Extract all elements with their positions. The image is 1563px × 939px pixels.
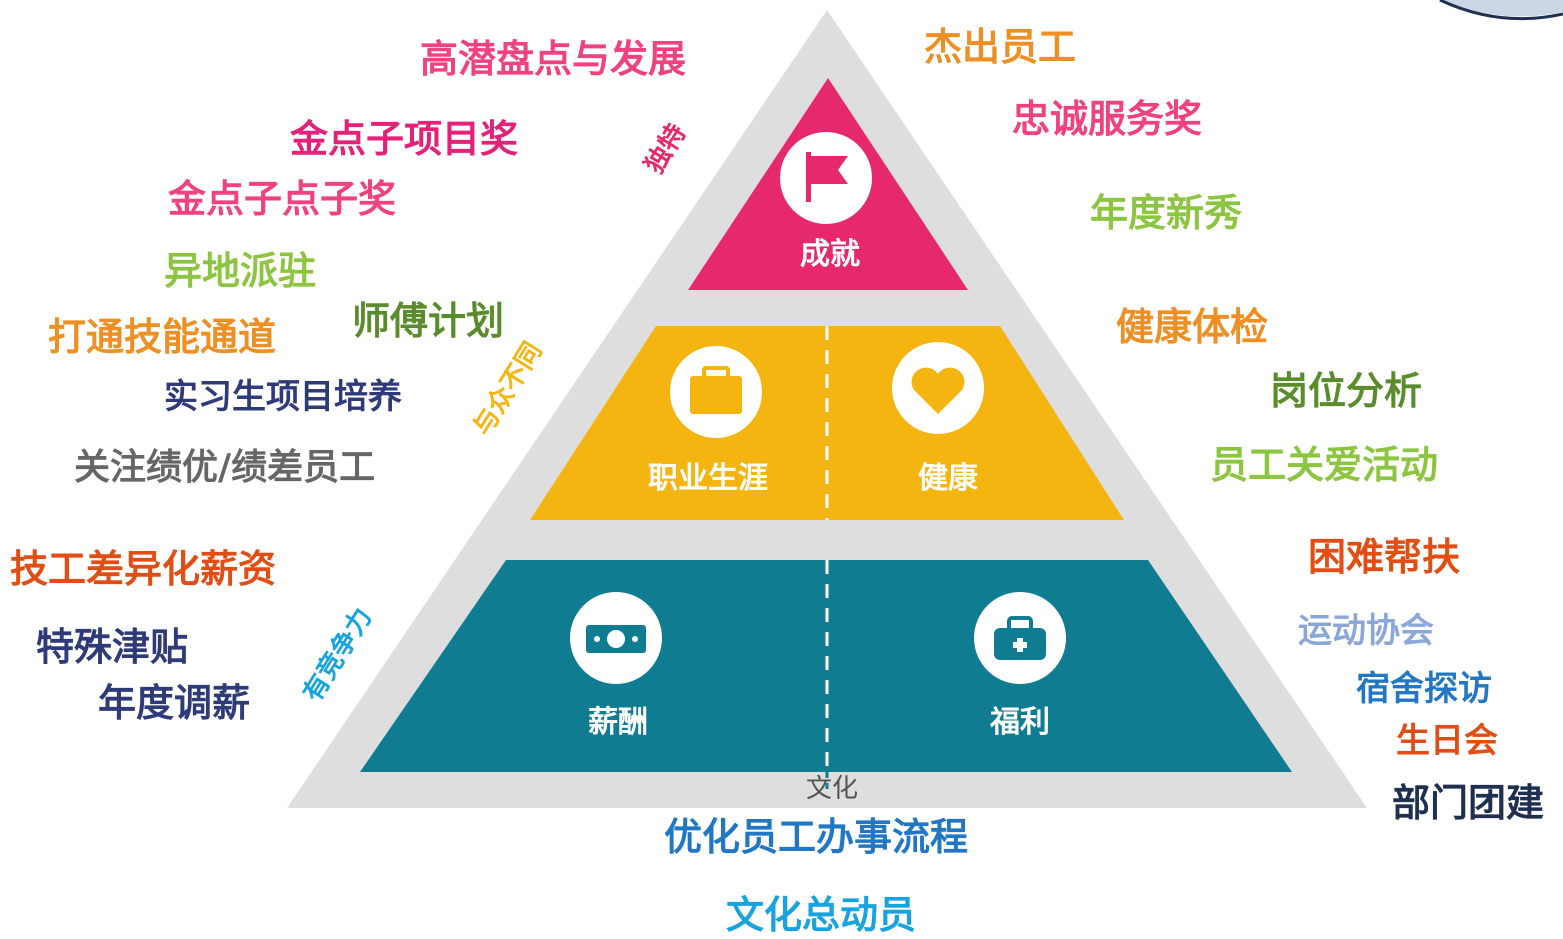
right-item-dorm-visit: 宿舍探访 — [1356, 669, 1492, 709]
tier-label-pay: 薪酬 — [588, 705, 648, 740]
money-icon — [570, 592, 662, 684]
tier-label-benefit: 福利 — [990, 705, 1050, 740]
left-item-special-allowance: 特殊津贴 — [36, 625, 189, 669]
right-item-health-check: 健康体检 — [1116, 305, 1269, 349]
left-item-differential-pay: 技工差异化薪资 — [10, 547, 277, 591]
tier-label-achievement: 成就 — [800, 237, 860, 272]
left-item-golden-idea-project: 金点子项目奖 — [290, 117, 519, 161]
left-item-mentor: 师傅计划 — [352, 299, 505, 343]
right-item-birthday: 生日会 — [1396, 721, 1498, 761]
bottom-item-process: 优化员工办事流程 — [664, 815, 969, 859]
briefcase-icon — [670, 346, 762, 438]
left-item-relocation: 异地派驻 — [164, 249, 317, 293]
left-item-skill-channel: 打通技能通道 — [48, 315, 277, 359]
left-item-annual-raise: 年度调薪 — [98, 681, 251, 725]
corner-decoration — [1440, 0, 1563, 17]
right-item-hardship-aid: 困难帮扶 — [1308, 535, 1461, 579]
left-item-golden-idea-idea: 金点子点子奖 — [168, 177, 397, 221]
right-item-team-building: 部门团建 — [1392, 781, 1545, 825]
right-item-sports: 运动协会 — [1298, 611, 1434, 651]
tier-label-career: 职业生涯 — [648, 461, 768, 496]
left-item-performance: 关注绩优/绩差员工 — [74, 447, 376, 488]
flag-icon — [780, 132, 872, 224]
medical-bag-icon — [974, 592, 1066, 684]
left-item-high-potential: 高潜盘点与发展 — [420, 37, 687, 81]
right-item-loyalty: 忠诚服务奖 — [1012, 97, 1203, 141]
right-item-outstanding: 杰出员工 — [924, 25, 1077, 69]
bottom-item-culture: 文化总动员 — [726, 893, 917, 937]
heart-icon — [892, 342, 984, 434]
corner-decoration-stroke — [1439, 0, 1563, 21]
tier-label-health: 健康 — [918, 461, 978, 496]
right-item-care-activity: 员工关爱活动 — [1210, 443, 1439, 487]
base-label-culture: 文化 — [805, 774, 859, 804]
left-item-intern: 实习生项目培养 — [164, 377, 402, 417]
right-item-job-analysis: 岗位分析 — [1270, 369, 1423, 413]
right-item-rookie: 年度新秀 — [1090, 191, 1243, 235]
